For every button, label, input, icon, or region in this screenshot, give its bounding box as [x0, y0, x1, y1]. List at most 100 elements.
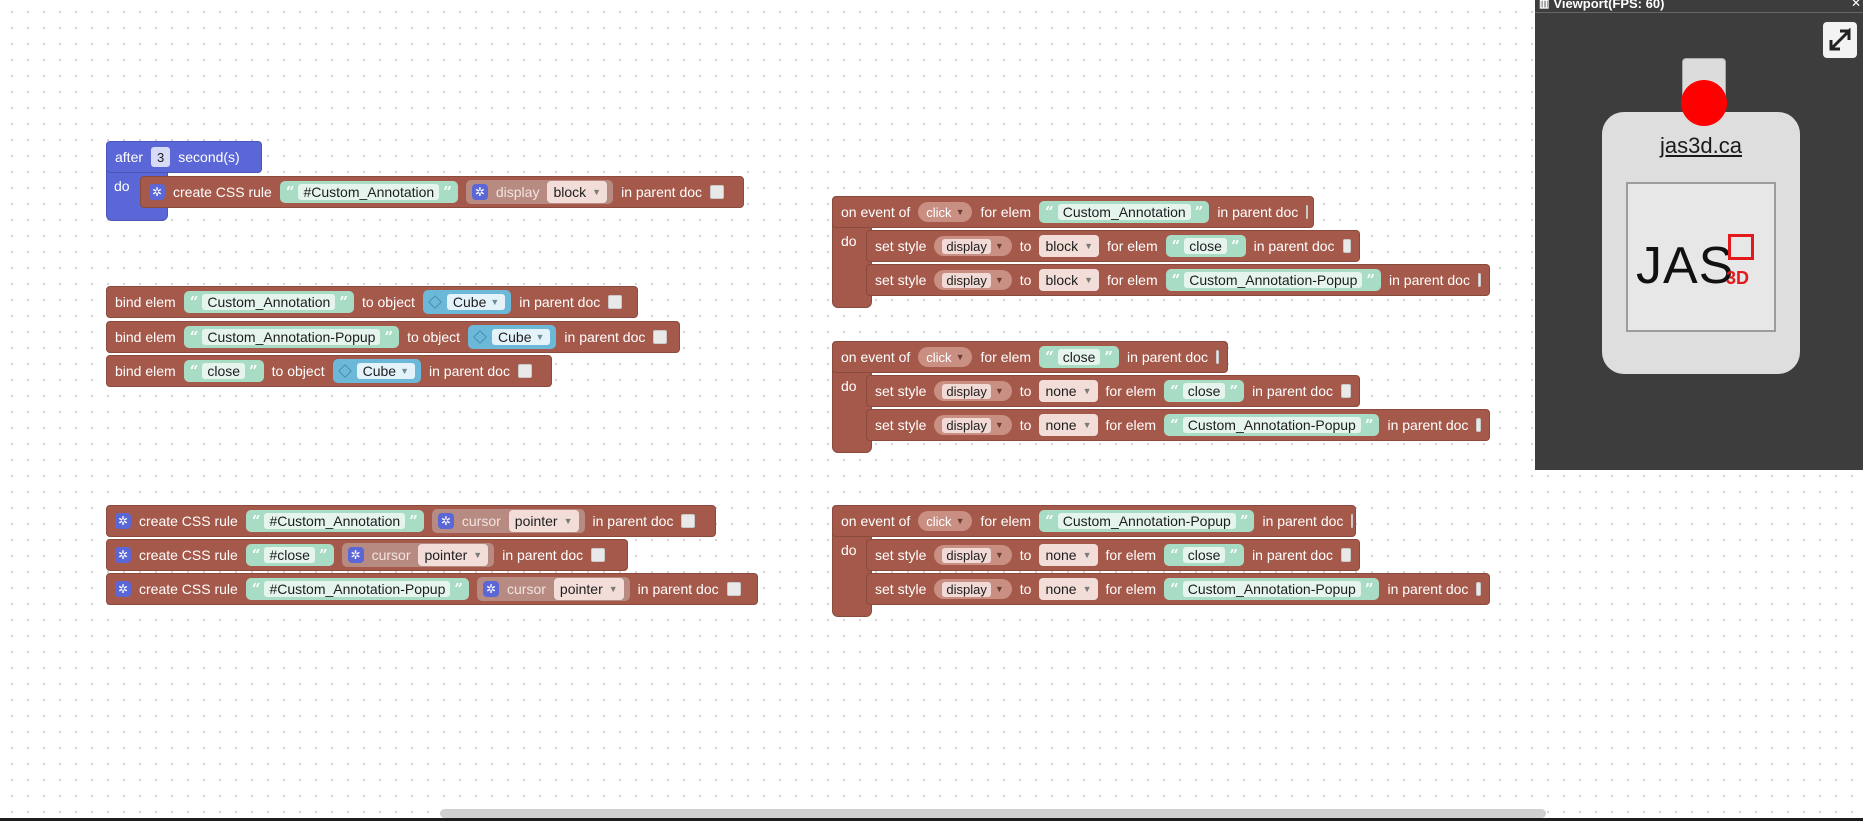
- style-prop-dropdown[interactable]: display▼: [934, 236, 1012, 256]
- event-block[interactable]: on event of click▼ for elem “Custom_Anno…: [832, 196, 1314, 228]
- parent-doc-checkbox[interactable]: [1306, 205, 1309, 219]
- css-rule-block[interactable]: ✲ create CSS rule “#Custom_Annotation-Po…: [106, 573, 758, 605]
- parent-doc-checkbox[interactable]: [653, 330, 668, 344]
- css-value-dropdown[interactable]: pointer▼: [508, 510, 579, 532]
- selector-string[interactable]: “#Custom_Annotation”: [245, 510, 424, 532]
- elem-string[interactable]: “close”: [1164, 380, 1245, 402]
- css-rule-display-block[interactable]: ✲ create CSS rule “#Custom_Annotation” ✲…: [140, 176, 744, 208]
- style-value-dropdown[interactable]: none▼: [1039, 578, 1098, 600]
- event-dropdown[interactable]: click▼: [918, 202, 973, 222]
- parent-doc-checkbox[interactable]: [608, 295, 623, 309]
- event-dropdown[interactable]: click▼: [918, 347, 973, 367]
- selector-string[interactable]: “#close”: [245, 544, 334, 566]
- elem-value[interactable]: Custom_Annotation: [1057, 204, 1191, 220]
- object-dropdown[interactable]: Cube▼: [422, 290, 512, 314]
- set-style-block[interactable]: set style display▼ to none▼ for elem “Cu…: [866, 573, 1490, 605]
- elem-string[interactable]: “close”: [1039, 346, 1120, 368]
- parent-doc-checkbox[interactable]: [1476, 418, 1481, 432]
- parent-doc-checkbox[interactable]: [1351, 514, 1354, 528]
- set-style-block[interactable]: set style display▼ to none▼ for elem “cl…: [866, 375, 1360, 407]
- seconds-input[interactable]: 3: [151, 147, 171, 167]
- elem-value[interactable]: close: [202, 363, 246, 379]
- elem-value[interactable]: close: [1184, 238, 1227, 254]
- style-prop-dropdown[interactable]: display▼: [934, 545, 1012, 565]
- parent-doc-checkbox[interactable]: [1476, 582, 1481, 596]
- elem-string[interactable]: “Custom_Annotation-Popup”: [1039, 510, 1255, 532]
- style-value-dropdown[interactable]: block▼: [1039, 269, 1100, 291]
- elem-value[interactable]: Custom_Annotation: [202, 294, 336, 310]
- style-prop-dropdown[interactable]: display▼: [934, 579, 1012, 599]
- event-value: click: [926, 513, 952, 529]
- style-prop-dropdown[interactable]: display▼: [934, 381, 1012, 401]
- set-style-block[interactable]: set style display▼ to none▼ for elem “Cu…: [866, 409, 1490, 441]
- css-value-dropdown[interactable]: pointer▼: [553, 578, 624, 600]
- parent-doc-checkbox[interactable]: [681, 514, 696, 528]
- css-value-dropdown[interactable]: pointer▼: [418, 544, 489, 566]
- parent-doc-checkbox[interactable]: [1342, 239, 1351, 253]
- elem-value[interactable]: close: [1057, 349, 1101, 365]
- parent-doc-checkbox[interactable]: [1215, 350, 1219, 364]
- style-prop-dropdown[interactable]: display▼: [934, 270, 1012, 290]
- object-dropdown[interactable]: Cube▼: [332, 359, 421, 383]
- style-value-dropdown[interactable]: block▼: [1039, 235, 1100, 257]
- parent-doc-checkbox[interactable]: [1341, 548, 1351, 562]
- elem-string[interactable]: “Custom_Annotation-Popup”: [1164, 578, 1380, 600]
- selector-string[interactable]: “#Custom_Annotation-Popup”: [245, 578, 470, 600]
- elem-string[interactable]: “Custom_Annotation-Popup”: [1165, 269, 1382, 291]
- elem-string[interactable]: “close”: [1165, 235, 1246, 257]
- css-rule-block[interactable]: ✲ create CSS rule “#Custom_Annotation” ✲…: [106, 505, 716, 537]
- style-value-dropdown[interactable]: none▼: [1039, 414, 1098, 436]
- selector-value[interactable]: #Custom_Annotation: [264, 513, 406, 529]
- selector-string[interactable]: “#Custom_Annotation”: [279, 181, 458, 203]
- viewport-title-bar[interactable]: ▥ Viewport(FPS: 60): [1539, 0, 1664, 11]
- parent-doc-checkbox[interactable]: [1477, 273, 1481, 287]
- elem-value[interactable]: Custom_Annotation-Popup: [1184, 272, 1363, 288]
- elem-string[interactable]: “Custom_Annotation”: [183, 291, 354, 313]
- elem-value[interactable]: close: [1182, 383, 1226, 399]
- set-style-block[interactable]: set style display▼ to block▼ for elem “c…: [866, 230, 1360, 262]
- elem-value[interactable]: Custom_Annotation-Popup: [202, 329, 381, 345]
- style-value-dropdown[interactable]: none▼: [1039, 544, 1098, 566]
- elem-string[interactable]: “Custom_Annotation-Popup”: [1164, 414, 1380, 436]
- elem-value[interactable]: Custom_Annotation-Popup: [1057, 513, 1236, 529]
- elem-string[interactable]: “close”: [183, 360, 264, 382]
- parent-doc-checkbox[interactable]: [517, 364, 532, 378]
- elem-string[interactable]: “close”: [1164, 544, 1245, 566]
- panel-close-icon[interactable]: ✕: [1850, 0, 1861, 10]
- fullscreen-button[interactable]: [1823, 22, 1857, 58]
- elem-value[interactable]: Custom_Annotation-Popup: [1182, 417, 1361, 433]
- annotation-marker[interactable]: [1681, 80, 1727, 126]
- parent-doc-checkbox[interactable]: [1341, 384, 1351, 398]
- site-link[interactable]: jas3d.ca: [1660, 133, 1742, 158]
- horizontal-scrollbar-thumb[interactable]: [440, 809, 1546, 818]
- style-value-dropdown[interactable]: none▼: [1039, 380, 1098, 402]
- elem-value[interactable]: close: [1182, 547, 1226, 563]
- bind-block[interactable]: bind elem “Custom_Annotation” to object …: [106, 286, 638, 318]
- event-block[interactable]: on event of click▼ for elem “close” in p…: [832, 341, 1228, 373]
- delay-block[interactable]: after 3 second(s): [106, 141, 262, 173]
- css-value-dropdown[interactable]: block▼: [547, 181, 608, 203]
- parent-doc-checkbox[interactable]: [726, 582, 741, 596]
- event-block[interactable]: on event of click▼ for elem “Custom_Anno…: [832, 505, 1356, 537]
- selector-value[interactable]: #Custom_Annotation-Popup: [264, 581, 451, 597]
- parent-doc-checkbox[interactable]: [710, 185, 725, 199]
- object-dropdown[interactable]: Cube▼: [468, 325, 557, 349]
- style-prop-dropdown[interactable]: display▼: [934, 415, 1012, 435]
- bind-block[interactable]: bind elem “close” to object Cube▼ in par…: [106, 355, 552, 387]
- viewport-panel[interactable]: ▥ Viewport(FPS: 60) ✕ jas3d.ca JAS 3D: [1535, 0, 1863, 470]
- set-style-block[interactable]: set style display▼ to none▼ for elem “cl…: [866, 539, 1360, 571]
- selector-value[interactable]: #Custom_Annotation: [298, 184, 440, 200]
- selector-value[interactable]: #close: [264, 547, 315, 563]
- elem-string[interactable]: “Custom_Annotation-Popup”: [183, 326, 400, 348]
- event-dropdown[interactable]: click▼: [918, 511, 973, 531]
- parent-doc-checkbox[interactable]: [591, 548, 606, 562]
- bind-block[interactable]: bind elem “Custom_Annotation-Popup” to o…: [106, 321, 680, 353]
- elem-string[interactable]: “Custom_Annotation”: [1039, 201, 1210, 223]
- elem-value[interactable]: Custom_Annotation-Popup: [1182, 581, 1361, 597]
- set-style-block[interactable]: set style display▼ to block▼ for elem “C…: [866, 264, 1490, 296]
